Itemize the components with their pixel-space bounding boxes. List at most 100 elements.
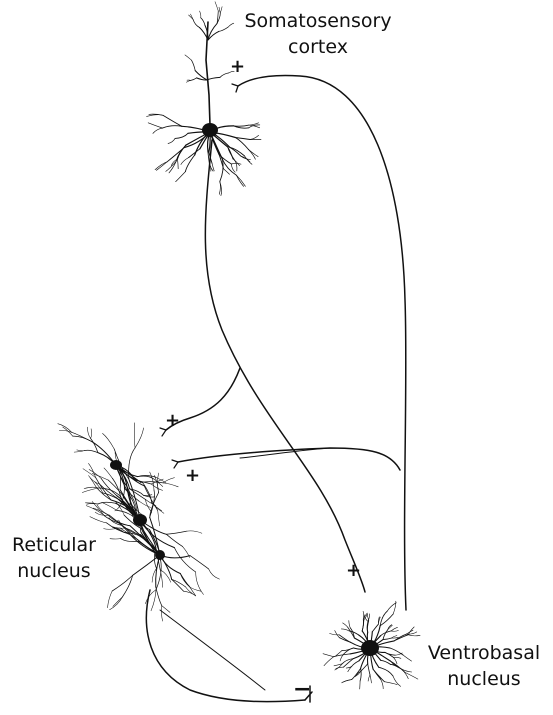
dendrite-branch [186,531,202,533]
dendrite-branch [362,619,363,631]
dendrite-branch [208,23,217,40]
dendrite-branch [379,667,393,676]
cortex-label-line2: cortex [228,34,408,60]
dendrite-branch [373,669,381,679]
dendrite-branch [156,162,167,171]
dendrite-branch [384,682,397,685]
somatosensory-cortex-label: Somatosensory cortex [228,8,408,60]
dendrite-branch [91,429,92,439]
dendrite-branch [185,155,194,172]
dendrite-branch [166,531,186,534]
dendrite-branch [143,495,152,496]
dendrite-branch [189,15,194,20]
thalamocortical-axon [238,75,406,610]
reticular-label-line2: nucleus [6,558,102,584]
dendrite-branch [324,657,334,666]
dendrite-branch [163,483,178,487]
dendrite-branch [394,657,398,663]
dendrite-branch [223,159,237,175]
dendrite-branch [89,476,100,484]
dendrite-branch [219,7,220,13]
dendrite-branch [172,579,184,591]
dendrite-branch [368,664,370,675]
reticular-nucleus-neurons [58,423,220,621]
dendrite-branch [192,60,196,70]
dendrite-branch [175,133,188,138]
dendrite-branch [178,159,179,169]
dendrite-branch [381,660,391,664]
ventrobasal-label-line2: nucleus [422,666,546,692]
ventrobasal-label-line1: Ventrobasal [422,640,546,666]
dendrite-branch [368,675,370,681]
dendrite-branch [135,428,144,448]
dendrite-branch [224,169,230,175]
dendrite-branch [163,126,182,128]
dendrite-branch [385,652,395,655]
dendrite-branch [219,27,228,31]
dendrite-branch [90,517,107,523]
dendrite-branch [343,623,348,628]
dendrite-branch [134,423,135,448]
dendrite-branch [87,427,90,438]
dendrite-branch [193,20,199,28]
reticular-excitatory-sign-lower: + [185,465,200,486]
dendrite-branch [191,78,197,81]
dendrite-branch [236,175,243,186]
dendrite-branch [200,11,201,18]
dendrite-branch [174,548,195,572]
dendrite-branch [394,657,401,658]
dendrite-branch [372,624,378,632]
dendrite-branch [250,135,259,139]
dendrite-branch [113,478,121,496]
dendrite-branch [336,667,344,668]
dendrite-branch [408,635,420,636]
dendrite-branch [160,570,162,588]
dendrite-branch [351,661,359,667]
dendrite-branch [158,510,160,525]
dendrite-branch [341,629,349,631]
dendrite-branch [335,631,340,638]
dendrite-branch [113,597,123,606]
inhibitory-sign: − [293,677,311,702]
cortex-excitatory-sign: + [230,56,245,77]
dendrite-branch [380,614,393,626]
dendrite-branch [176,172,186,182]
dendrite-branch [350,628,354,638]
dendrite-branch [220,7,222,13]
axon-pathways [146,75,406,702]
reticular-to-vb-axon [146,590,305,702]
ventrobasal-excitatory-sign: + [346,560,361,581]
dendrite-branch [383,638,392,640]
dendrite-branch [58,424,72,433]
dendrite-branch [84,450,98,452]
dendrite-branch [370,675,371,683]
dendrite-branch [323,654,334,657]
dendrite-branch [393,676,401,687]
cortex-label-line1: Somatosensory [228,8,408,34]
dendrite-branch [330,634,340,635]
reticular-nucleus-label: Reticular nucleus [6,532,102,584]
dendrite-branch [102,502,117,510]
dendrite-branch [98,502,116,504]
dendrite-branch [156,560,161,590]
dendrite-branch [130,489,146,500]
dendrite-branch [181,158,189,165]
dendrite-branch [89,463,96,477]
dendrite-branch [185,55,192,60]
dendrite-branch [231,164,235,172]
dendrite-branch [162,606,170,613]
vb-reticular-collateral [178,448,400,470]
dendrite-branch [161,606,162,622]
dendrite-branch [383,630,388,640]
dendrite-branch [150,472,154,490]
reticular-excitatory-sign-upper: + [165,410,180,431]
dendrite-branch [342,680,352,683]
dendrite-branch [215,2,218,11]
dendrite-branch [209,569,220,579]
dendrite-branch [349,621,351,628]
corticothalamic-axon [205,140,365,592]
dendrite-branch [122,575,132,597]
reticular-label-line1: Reticular [6,532,102,558]
dendrite-branch [190,556,209,569]
